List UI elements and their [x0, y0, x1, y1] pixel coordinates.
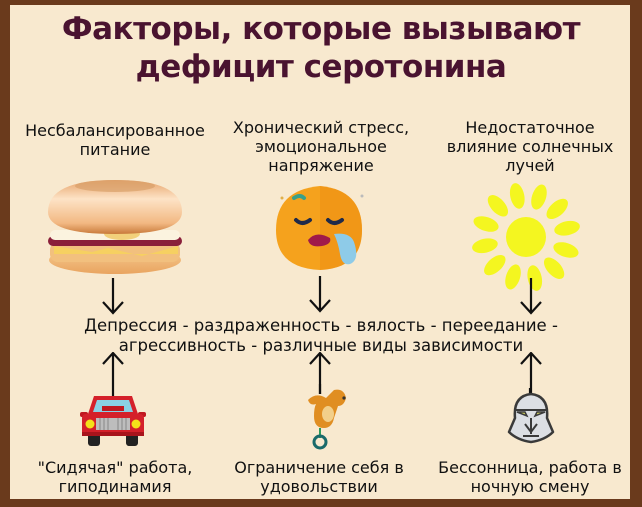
- crying-face-icon: [276, 186, 364, 270]
- title-line-1: Факторы, которые вызывают: [61, 11, 581, 47]
- arrow-up-insomnia: [520, 352, 542, 394]
- factor-label-nutrition: Несбалансированное питание: [25, 121, 205, 159]
- arrow-up-sedentary: [102, 352, 124, 402]
- arrow-down-nutrition: [102, 278, 124, 315]
- car-icon: [80, 396, 146, 446]
- arrow-down-stress: [309, 276, 331, 313]
- bear-on-unicycle-icon: [308, 384, 346, 450]
- burger-icon: [48, 180, 182, 274]
- arrow-down-sunlight: [520, 278, 542, 315]
- factor-label-sedentary: "Сидячая" работа, гиподинамия: [37, 458, 193, 496]
- sun-icon: [472, 183, 580, 291]
- title-line-2: дефицит серотонина: [135, 49, 507, 85]
- factor-label-sunlight: Недостаточное влияние солнечных лучей: [446, 118, 614, 175]
- trooper-helmet-icon: [507, 388, 555, 444]
- poster-title: Факторы, которые вызывают дефицит серото…: [0, 10, 642, 86]
- factor-label-stress: Хронический стресс, эмоциональное напряж…: [232, 118, 410, 175]
- consequences-text: Депрессия - раздраженность - вялость - п…: [84, 316, 558, 355]
- factor-label-insomnia: Бессонница, работа в ночную смену: [438, 458, 622, 496]
- factor-label-restriction: Ограничение себя в удовольствии: [234, 458, 404, 496]
